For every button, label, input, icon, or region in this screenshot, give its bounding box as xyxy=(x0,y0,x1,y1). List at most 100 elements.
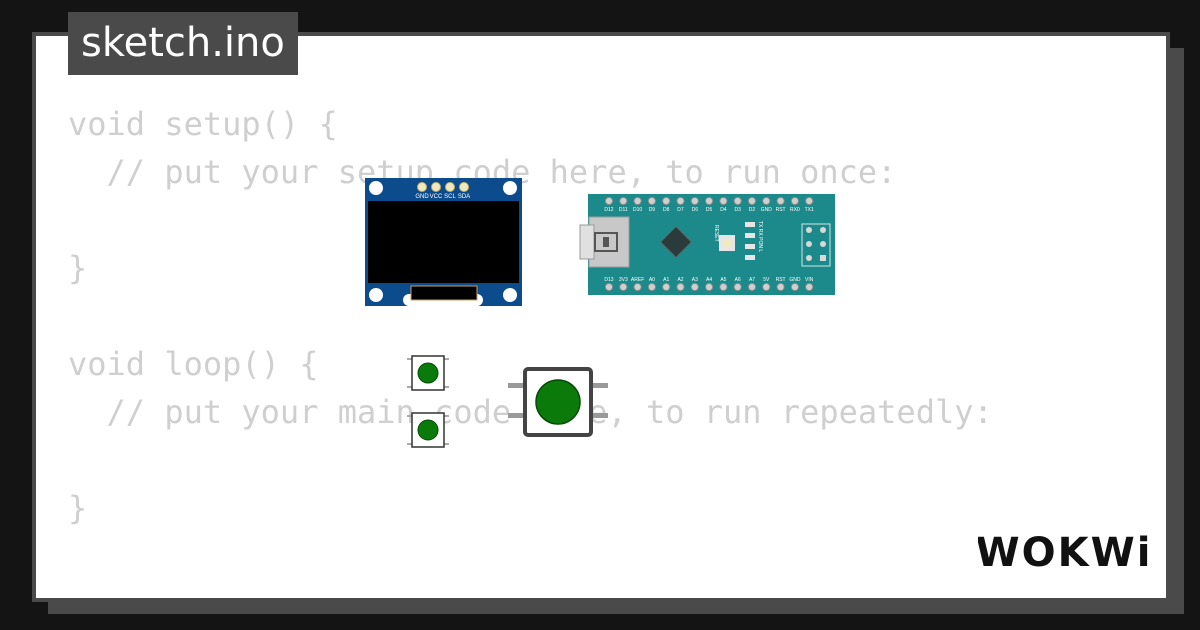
oled-pin[interactable] xyxy=(459,182,469,192)
nano-pin[interactable] xyxy=(762,196,771,206)
nano-pin-label: D6 xyxy=(692,207,699,213)
oled-pin-label: SDA xyxy=(458,194,470,200)
nano-pin-label: A1 xyxy=(663,277,669,283)
nano-pin-label: D5 xyxy=(706,207,713,213)
icsp-pin[interactable] xyxy=(820,241,826,247)
nano-pin-label: 3V3 xyxy=(619,277,628,283)
icsp-pin[interactable] xyxy=(820,227,826,233)
nano-pin[interactable] xyxy=(805,196,814,206)
nano-pin-label: D3 xyxy=(734,207,741,213)
nano-pin-label: D13 xyxy=(604,277,613,283)
nano-pin[interactable] xyxy=(705,282,714,292)
usb-tongue xyxy=(603,237,609,247)
oled-pin-label: GND xyxy=(415,194,429,200)
nano-pin[interactable] xyxy=(676,196,685,206)
mount-hole xyxy=(369,181,383,195)
nano-pin[interactable] xyxy=(762,282,771,292)
button-cap[interactable] xyxy=(535,379,581,425)
icsp-pin[interactable] xyxy=(820,255,826,261)
pushbutton-small-1[interactable] xyxy=(405,354,451,392)
icsp-pin[interactable] xyxy=(806,255,812,261)
nano-pin-label: D10 xyxy=(633,207,642,213)
usb-outline xyxy=(594,232,618,252)
nano-pin[interactable] xyxy=(719,196,728,206)
code-preview: void setup() { // put your setup code he… xyxy=(68,100,993,532)
nano-pin-label: A5 xyxy=(720,277,726,283)
nano-pin-label: A4 xyxy=(706,277,712,283)
nano-pin[interactable] xyxy=(719,282,728,292)
oled-screen xyxy=(368,201,519,283)
icsp-pin[interactable] xyxy=(806,227,812,233)
nano-pin-label: D12 xyxy=(604,207,613,213)
nano-pin-label: AREF xyxy=(631,277,644,283)
nano-pin[interactable] xyxy=(604,282,614,292)
nano-pin[interactable] xyxy=(747,282,757,292)
nano-pin[interactable] xyxy=(790,196,799,206)
reset-button-cap[interactable] xyxy=(722,238,732,248)
nano-pin-label: RST xyxy=(776,207,786,213)
nano-pin[interactable] xyxy=(690,282,699,292)
button-leg xyxy=(407,443,413,445)
button-leg xyxy=(407,386,413,388)
file-name-tab[interactable]: sketch.ino xyxy=(68,12,298,75)
button-leg xyxy=(443,386,449,388)
nano-pin-label: TX1 xyxy=(805,207,814,213)
button-cap[interactable] xyxy=(417,362,439,384)
code-line: void loop() { xyxy=(68,345,319,383)
nano-pin[interactable] xyxy=(690,196,699,206)
oled-pin-label: SCL xyxy=(444,194,456,200)
led-tx xyxy=(745,222,755,227)
nano-pin[interactable] xyxy=(776,196,785,206)
nano-pin[interactable] xyxy=(776,282,785,292)
pushbutton-small-2[interactable] xyxy=(405,411,451,449)
nano-pin-label: D4 xyxy=(720,207,727,213)
nano-pin[interactable] xyxy=(662,196,671,206)
led-rx xyxy=(745,233,755,238)
code-line: } xyxy=(68,249,88,287)
oled-pin[interactable] xyxy=(417,182,427,192)
nano-pin[interactable] xyxy=(619,282,628,292)
nano-pin-label: D9 xyxy=(649,207,656,213)
nano-pin-label: VIN xyxy=(805,277,814,283)
oled-ribbon-connector xyxy=(410,285,478,301)
button-cap[interactable] xyxy=(417,419,439,441)
nano-pin[interactable] xyxy=(705,196,714,206)
nano-pin[interactable] xyxy=(733,196,742,206)
nano-pin-label: 5V xyxy=(763,277,770,283)
nano-pin-label: RX0 xyxy=(790,207,800,213)
nano-pin-label: A3 xyxy=(692,277,698,283)
button-leg xyxy=(588,383,608,388)
button-leg xyxy=(443,415,449,417)
wokwi-logo[interactable]: WOKWi xyxy=(978,526,1150,574)
nano-pin[interactable] xyxy=(790,282,799,292)
oled-display[interactable]: GND VCC SCL SDA xyxy=(365,178,522,306)
code-line xyxy=(68,436,993,484)
nano-pin-label: GND xyxy=(761,207,773,213)
icsp-pin[interactable] xyxy=(806,241,812,247)
nano-pin[interactable] xyxy=(619,196,628,206)
nano-pin[interactable] xyxy=(662,282,671,292)
nano-pin[interactable] xyxy=(676,282,685,292)
nano-pin[interactable] xyxy=(805,282,814,292)
usb-port xyxy=(579,224,595,260)
nano-pin[interactable] xyxy=(633,282,642,292)
pushbutton-large[interactable] xyxy=(506,366,610,438)
oled-pin[interactable] xyxy=(445,182,455,192)
nano-pin-label: A6 xyxy=(735,277,741,283)
code-line xyxy=(68,292,993,340)
oled-pin[interactable] xyxy=(431,182,441,192)
nano-pin[interactable] xyxy=(747,196,757,206)
nano-pin[interactable] xyxy=(647,282,657,292)
mount-hole xyxy=(369,288,383,302)
nano-pin[interactable] xyxy=(733,282,742,292)
nano-pin[interactable] xyxy=(647,196,657,206)
preview-card xyxy=(32,32,1170,602)
led-power xyxy=(745,244,755,249)
button-leg xyxy=(508,413,528,418)
nano-pin[interactable] xyxy=(604,196,614,206)
oled-pin-label: VCC xyxy=(430,194,443,200)
nano-pin[interactable] xyxy=(633,196,642,206)
